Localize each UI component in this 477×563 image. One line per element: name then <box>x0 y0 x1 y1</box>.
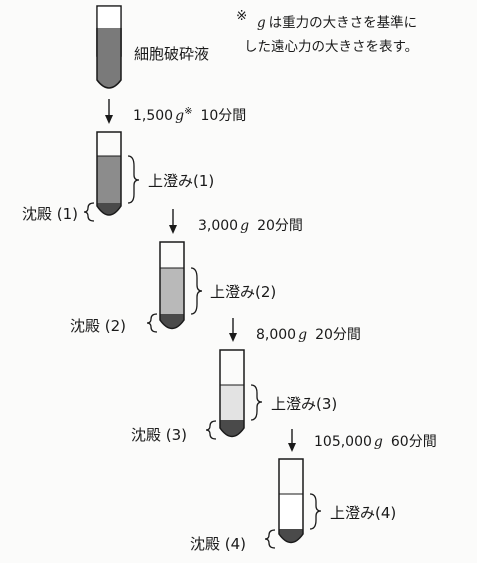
supernatant-4-label: 上澄み(4) <box>330 504 396 522</box>
footnote-mark: ※ <box>236 8 247 24</box>
pellet-4-brace <box>264 529 276 549</box>
condition-3-time: 20分間 <box>315 327 361 343</box>
arrow-step-2 <box>169 209 177 234</box>
condition-2-unit: g <box>240 218 249 234</box>
tube-2 <box>159 241 185 330</box>
lysate-label: 細胞破砕液 <box>134 45 209 63</box>
supernatant-3-brace <box>250 384 263 421</box>
supernatant-2-label: 上澄み(2) <box>210 283 276 301</box>
condition-1-speed: 1,500 <box>133 108 173 124</box>
pellet-1-brace <box>83 202 95 222</box>
pellet-2-label: 沈殿 (2) <box>70 317 126 335</box>
condition-3-speed: 8,000 <box>256 327 296 343</box>
lysate-tube <box>96 5 122 89</box>
arrow-step-3 <box>229 318 237 342</box>
supernatant-2-brace <box>190 267 203 315</box>
condition-4-speed: 105,000 <box>314 434 372 450</box>
tube-4 <box>278 458 304 544</box>
condition-1-note-mark: ※ <box>184 106 192 117</box>
arrow-step-4 <box>288 429 296 452</box>
condition-1-time: 10分間 <box>200 108 246 124</box>
pellet-3-label: 沈殿 (3) <box>131 426 187 444</box>
condition-3-unit: g <box>298 327 307 343</box>
tube-3 <box>219 349 245 438</box>
condition-2-speed: 3,000 <box>198 218 238 234</box>
pellet-3-brace <box>205 420 217 440</box>
supernatant-1-brace <box>127 155 140 204</box>
supernatant-4-brace <box>309 493 322 530</box>
condition-2-time: 20分間 <box>257 218 303 234</box>
footnote-line-1-text: は重力の大きさを基準に <box>269 14 418 31</box>
supernatant-3-label: 上澄み(3) <box>271 395 337 413</box>
footnote-line-2: した遠心力の大きさを表す。 <box>244 39 418 55</box>
pellet-1-label: 沈殿 (1) <box>22 205 78 223</box>
supernatant-1-label: 上澄み(1) <box>148 172 214 190</box>
tube-1 <box>96 131 122 216</box>
pellet-4-label: 沈殿 (4) <box>190 535 246 553</box>
condition-4-unit: g <box>374 434 383 450</box>
condition-4-time: 60分間 <box>391 434 437 450</box>
pellet-2-brace <box>146 313 158 333</box>
condition-1-unit: g <box>175 108 184 124</box>
footnote-g-symbol: g <box>257 15 266 31</box>
arrow-step-1 <box>105 99 113 124</box>
